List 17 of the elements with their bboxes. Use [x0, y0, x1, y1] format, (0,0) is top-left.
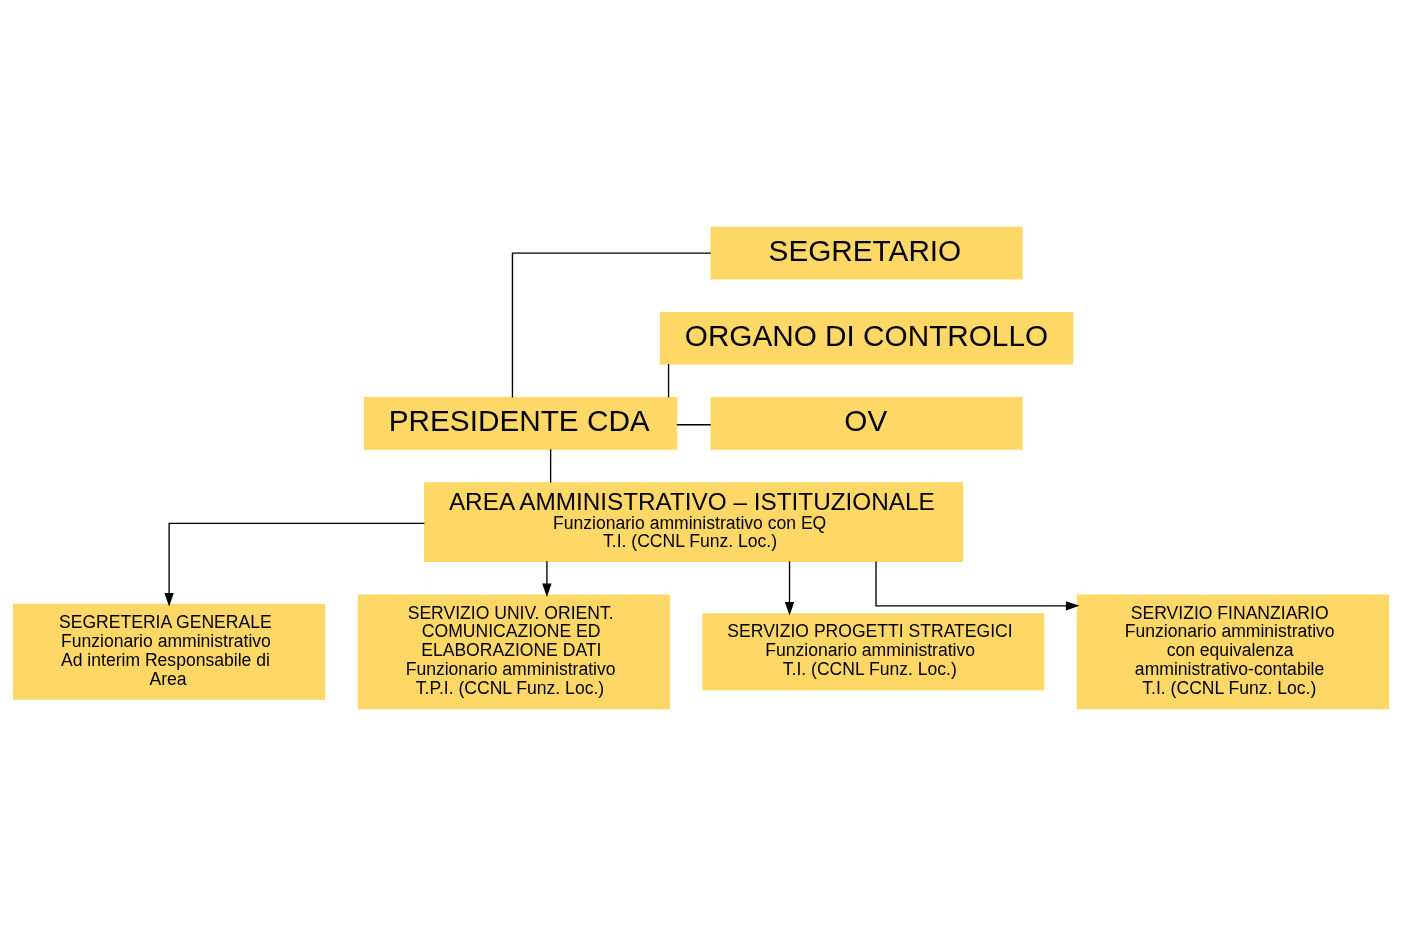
connector	[549, 448, 552, 483]
arrow	[542, 560, 552, 597]
node-box: AREA AMMINISTRATIVO – ISTITUZIONALE Funzionario amministrativo con EQ T.I. (CCNL Funz. Loc.)	[423, 481, 964, 562]
connector	[667, 362, 670, 398]
node-box: SEGRETERIA GENERALE Funzionario amministrativo Ad interim Responsabile di Area	[13, 603, 326, 700]
node-box: SERVIZIO PROGETTI STRATEGICI Funzionario amministrativo T.I. (CCNL Funz. Loc.)	[702, 612, 1045, 690]
node-box: SERVIZIO UNIV. ORIENT. COMUNICAZIONE ED ELABORAZIONE DATI Funzionario amministrativo T.P.I. (CCNL Funz. Loc.)	[357, 593, 670, 709]
arrow	[164, 522, 426, 606]
connector	[511, 251, 712, 398]
arrow	[875, 560, 1080, 611]
node-box: OV	[710, 396, 1023, 450]
node-box: SERVIZIO FINANZIARIO Funzionario amministrativo con equivalenza amministrativo-contabile T.I. (CCNL Funz. Loc.)	[1076, 593, 1389, 709]
node-box: PRESIDENTE CDA	[363, 396, 678, 450]
node-box: SEGRETARIO	[710, 226, 1023, 279]
connector	[676, 423, 712, 425]
node-box: ORGANO DI CONTROLLO	[659, 311, 1074, 365]
arrow	[784, 560, 795, 616]
